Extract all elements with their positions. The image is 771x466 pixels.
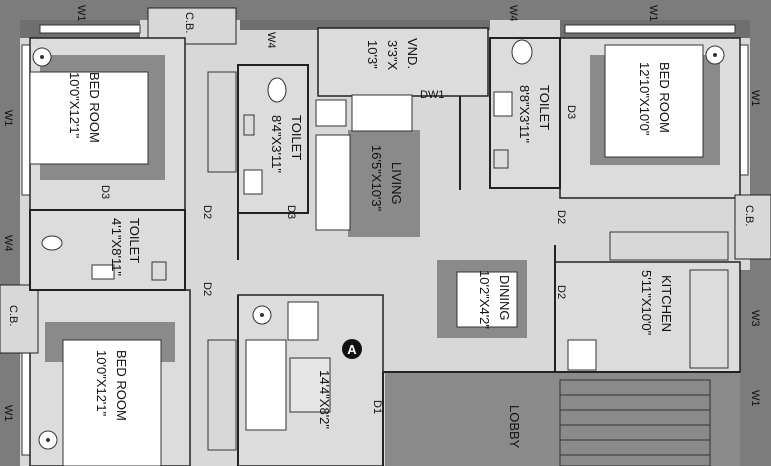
label-w3: W3 — [749, 310, 761, 327]
toilet-left-wc-icon — [41, 235, 63, 251]
kitchen-counter — [689, 269, 729, 369]
label-cb-top: C.B. — [183, 12, 195, 33]
toilet-left-tap-icon — [151, 261, 167, 281]
window-right-top — [739, 44, 749, 176]
toilet-right-dim: 8'8"X3'11" — [517, 85, 532, 143]
label-d3-left: D3 — [99, 185, 111, 199]
toilet-right-tap-icon — [493, 149, 509, 169]
toilet-center-tap-icon — [243, 114, 255, 136]
toilet-center-basin-icon — [243, 169, 263, 195]
wardrobe-top-right — [609, 231, 729, 261]
living-side-table — [315, 99, 347, 127]
fan-icon-3 — [38, 430, 58, 450]
bed-top-right-bed — [604, 44, 704, 158]
bed-top-right-name: BED ROOM — [657, 62, 672, 133]
toilet-center-dim: 8'4"X3'11" — [269, 115, 284, 173]
living-armchair — [351, 94, 413, 132]
vnd-dim1: 3'3"X — [385, 40, 400, 71]
living-rug — [348, 130, 420, 237]
label-dw1: DW1 — [420, 89, 444, 101]
label-d2-c: D2 — [555, 210, 567, 224]
vnd-name: VND. — [405, 38, 420, 69]
toilet-right-basin-icon — [493, 91, 513, 117]
bed-top-left-name: BED ROOM — [87, 72, 102, 143]
label-w1-left-bottom: W1 — [2, 405, 14, 422]
bed-bottom-left-bed — [62, 339, 162, 466]
label-d3-center: D3 — [285, 205, 297, 219]
cb-box-right — [734, 194, 771, 260]
marker-label: A — [347, 342, 357, 357]
label-d1: D1 — [371, 400, 383, 414]
foyer-chair — [287, 301, 319, 341]
kitchen-sink — [567, 339, 597, 371]
interior-walls — [184, 96, 740, 466]
window-top-left — [39, 24, 141, 34]
toilet-center-wc-icon — [267, 77, 287, 103]
marker-circle — [342, 339, 362, 359]
label-w4-center: W4 — [265, 32, 277, 49]
window-top-right — [564, 24, 736, 34]
wardrobe-bottom-left — [207, 339, 237, 451]
label-w1-top-left: W1 — [75, 5, 87, 22]
cb-box-left — [0, 284, 39, 354]
cb-box-top — [147, 7, 237, 45]
wardrobe-top-left — [207, 71, 237, 173]
lobby-name: LOBBY — [507, 405, 522, 449]
bed-top-right-dim: 12'10"X10'0" — [637, 62, 652, 136]
label-w1-right-top: W1 — [749, 90, 761, 107]
living-sofa — [315, 134, 351, 231]
vnd-area — [317, 27, 489, 97]
label-w1-left-top: W1 — [2, 110, 14, 127]
foyer-sofa — [245, 339, 287, 431]
living-dim: 16'5"X10'3" — [369, 145, 384, 212]
fan-icon-1 — [32, 47, 52, 67]
label-w4-top: W4 — [507, 5, 519, 22]
bed-top-left-dim: 10'0"X12'1" — [67, 72, 82, 139]
label-cb-right: C.B. — [743, 205, 755, 226]
label-d2-d: D2 — [555, 285, 567, 299]
label-d2-b: D2 — [201, 282, 213, 296]
dining-name: DINING — [497, 275, 512, 321]
foyer-dim: 14'4"X8'2" — [317, 370, 332, 429]
foyer-table — [289, 357, 331, 413]
toilet-left-name: TOILET — [127, 218, 142, 263]
label-w4-left: W4 — [2, 235, 14, 252]
window-left-bottom — [21, 344, 31, 456]
living-name: LIVING — [389, 162, 404, 205]
label-w1-right-bottom: W1 — [749, 390, 761, 407]
lobby-area — [385, 372, 750, 466]
bed-top-left-bed — [29, 71, 149, 165]
fan-icon-4 — [252, 305, 272, 325]
fan-icon-2 — [705, 45, 725, 65]
label-d2-a: D2 — [201, 205, 213, 219]
label-w1-top-right: W1 — [647, 5, 659, 22]
toilet-left-dim: 4'1"X8'11" — [109, 218, 124, 276]
bed-bottom-left-dim: 10'0"X12'1" — [94, 350, 109, 417]
wall-top-mid — [240, 20, 490, 30]
toilet-center-name: TOILET — [289, 115, 304, 160]
bed-bottom-left-name: BED ROOM — [114, 350, 129, 421]
toilet-right-name: TOILET — [537, 85, 552, 130]
dining-dim: 10'2"X4'2" — [477, 270, 492, 329]
window-left-top — [21, 44, 31, 196]
lobby-stairs — [559, 379, 711, 466]
vnd-dim2: 10'3" — [365, 40, 380, 69]
label-cb-left: C.B. — [7, 305, 19, 326]
toilet-left-basin-icon — [91, 264, 115, 280]
toilet-right-wc-icon — [511, 39, 533, 65]
exterior-right-block — [740, 270, 771, 466]
dining-table — [456, 271, 518, 328]
kitchen-dim: 5'11"X10'0" — [639, 270, 654, 336]
label-d3-right: D3 — [565, 105, 577, 119]
kitchen-name: KITCHEN — [659, 275, 674, 332]
